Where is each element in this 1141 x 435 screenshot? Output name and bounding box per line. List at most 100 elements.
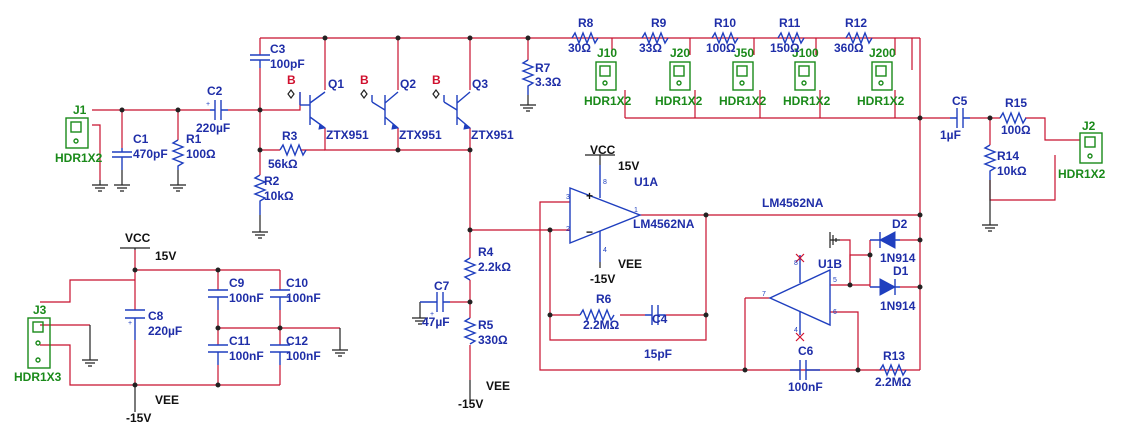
label-components-q2-part: ZTX951 [399,128,442,142]
label-components-r2-ref: R2 [264,174,280,188]
label-net_labels-base_marker: B [287,73,296,87]
label-components-r7-ref: R7 [535,61,551,75]
label-components-r11-ref: R11 [779,16,801,30]
label-pins-u1a_out: 1 [634,207,638,214]
label-components-c7-value: 47µF [422,315,450,329]
label-components-u1a-ref: U1A [634,175,658,189]
label-power-vee: VEE [486,379,510,393]
resistor-R9 [641,31,669,45]
label-J10-part: HDR1X2 [584,94,632,108]
transistors [287,89,472,130]
label-J1-part: HDR1X2 [55,151,103,165]
capacitor-C11 [208,344,228,365]
label-label: + [128,320,132,327]
label-components-d1-ref: D1 [893,264,909,278]
resistor-R8 [571,31,599,45]
junctions [119,35,993,388]
label-components-r7-value: 3.3Ω [535,75,562,89]
label-J10: J10 [597,46,617,60]
resistor-R15 [999,111,1027,125]
label-pins-u1a_in_minus: 2 [566,226,570,233]
label-J2: J2 [1082,119,1096,133]
label-pins-u1b_in_plus: 5 [833,277,837,284]
label-label: + [430,311,434,318]
diode-D1 [870,278,900,296]
resistor-R14 [983,144,997,180]
capacitor-C1 [112,148,132,170]
connector-J20 [669,61,691,91]
resistor-R3 [279,143,307,157]
label-components-r5-ref: R5 [478,318,494,332]
label-J20-part: HDR1X2 [655,94,703,108]
label-components-c12-ref: C12 [286,334,308,348]
resistor-R2 [253,174,267,215]
ground-symbols [82,95,998,367]
label-components-c7-ref: C7 [434,279,450,293]
label-power-neg15: -15V [590,272,615,286]
label-J50: J50 [734,46,754,60]
capacitors: + + + [112,54,970,380]
ground-icon [982,180,998,232]
label-components-c4-value: 15pF [644,347,672,361]
label-power-neg15: -15V [126,411,151,425]
connectors [27,61,1103,369]
label-net_labels-u1b_part: LM4562NA [762,196,824,210]
label-components-r8-ref: R8 [578,16,594,30]
label-components-q1-ref: Q1 [328,77,344,91]
label-components-c5-value: 1µF [940,128,961,142]
label-components-r14-ref: R14 [997,149,1019,163]
label-J100: J100 [792,46,819,60]
label-components-r4-ref: R4 [478,245,494,259]
label-power-pos15: 15V [155,249,176,263]
diode-D2 [870,231,900,249]
label-components-c3-ref: C3 [270,42,286,56]
ground-icon [332,328,348,357]
label-components-c11-value: 100nF [229,349,264,363]
power-rails [120,247,471,412]
label-components-r14-value: 10kΩ [997,164,1027,178]
capacitor-C10 [270,289,290,310]
connector-J200 [871,61,893,91]
label-components-c2-ref: C2 [207,84,223,98]
connector-J50 [732,61,754,91]
label-J200-part: HDR1X2 [857,94,905,108]
transistor-Q2 [371,91,400,130]
capacitor-C2: + [206,100,228,120]
ground-icon [412,302,428,325]
label-components-r15-ref: R15 [1005,96,1027,110]
label-components-r9-ref: R9 [651,16,667,30]
label-components-r4-value: 2.2kΩ [478,260,511,274]
label-components-c11-ref: C11 [229,334,251,348]
net-marker-icon [432,89,440,99]
label-pins-u1a_in_plus: 3 [566,194,570,201]
resistor-R11 [777,31,805,45]
label-net_labels-base_marker: B [360,73,369,87]
capacitor-C12 [270,344,290,365]
labels: J1 HDR1X2 J2 HDR1X2 J3 HDR1X3 J10 HDR1X2… [14,16,1106,425]
label-components-r1-value: 100Ω [186,147,216,161]
label-components-c8-value: 220µF [148,324,182,338]
label-components-d1-part: 1N914 [880,299,916,313]
label-components-r9-value: 33Ω [639,41,662,55]
label-components-r1-ref: R1 [186,132,202,146]
label-components-c4-ref: C4 [652,312,668,326]
label-components-r10-ref: R10 [714,16,736,30]
connector-J100 [794,61,816,91]
label-components-c3-value: 100pF [270,57,305,71]
ground-icon [252,215,268,239]
label-pins-u1b_vcc: 8 [794,260,798,267]
label-J200: J200 [869,46,896,60]
label-label: − [586,225,593,239]
label-components-r3-ref: R3 [282,129,298,143]
ground-icon [520,95,536,112]
label-components-r8-value: 30Ω [568,41,591,55]
label-net_labels-base_marker: B [432,73,441,87]
capacitor-C9 [208,289,228,310]
resistor-R12 [845,31,873,45]
label-components-r5-value: 330Ω [478,333,508,347]
opamps: + − [569,154,831,342]
label-label: + [586,189,593,203]
transistor-Q1 [299,91,327,130]
label-J50-part: HDR1X2 [719,94,767,108]
resistor-R1 [171,139,185,170]
